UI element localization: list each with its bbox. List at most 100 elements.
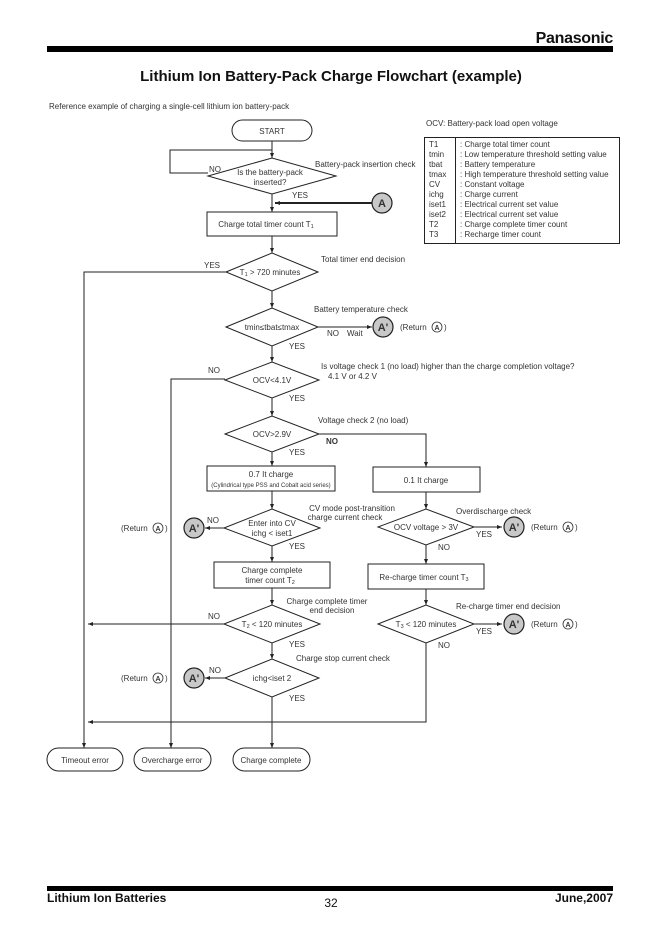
label-no: NO (208, 612, 220, 621)
decision-overdischarge (376, 508, 476, 546)
note-ocv1-values: 4.1 V or 4.2 V (328, 372, 378, 381)
decision-t3-label: T3 < 120 minutes (396, 620, 457, 630)
edge-ocv2-no (319, 433, 428, 467)
legend-desc: : Low temperature threshold setting valu… (460, 150, 607, 159)
decision-insert (206, 157, 338, 195)
decision-ocv1 (223, 361, 321, 399)
footer-rule (47, 886, 613, 891)
header-rule (47, 46, 613, 52)
legend-symbol-column (425, 138, 456, 243)
note-ocv1: Is voltage check 1 (no load) higher than… (321, 362, 575, 371)
page-number: 32 (324, 896, 338, 910)
process-t1 (206, 211, 338, 237)
decision-ocv1-label: OCV<4.1V (253, 376, 292, 385)
connector-a-prime-icon (183, 667, 205, 689)
connector-label: A' (509, 619, 520, 631)
label-yes: YES (289, 640, 305, 649)
svg-text:): ) (444, 323, 447, 332)
return-a-label: (Return A ) (400, 321, 447, 333)
label-no: NO (207, 516, 219, 525)
process-t2-label: Charge complete (242, 566, 303, 575)
svg-text:(Return: (Return (531, 620, 558, 629)
end-complete-label: Charge complete (241, 756, 302, 765)
note-temp: Battery temperature check (314, 305, 409, 314)
label-yes: YES (292, 191, 308, 200)
svg-text:(Return: (Return (121, 524, 148, 533)
decision-t1 (224, 252, 320, 292)
end-overcharge-label: Overcharge error (142, 756, 203, 765)
end-timeout-label: Timeout error (61, 756, 109, 765)
legend-symbol: tmin (429, 150, 445, 159)
legend-desc: : Electrical current set value (460, 200, 559, 209)
end-complete (232, 747, 311, 772)
svg-text:(Return: (Return (531, 523, 558, 532)
label-yes: YES (476, 627, 492, 636)
decision-temp (224, 307, 320, 347)
legend-symbol: iset2 (429, 210, 446, 219)
label-no: NO (209, 165, 221, 174)
connector-label: A (378, 198, 386, 210)
legend-symbol: iset1 (429, 200, 446, 209)
page-title: Lithium Ion Battery-Pack Charge Flowchar… (140, 68, 522, 85)
decision-ocv2 (223, 415, 321, 453)
svg-text:A: A (434, 325, 439, 332)
legend-symbol: CV (429, 180, 441, 189)
legend-desc: : Battery temperature (460, 160, 536, 169)
label-wait: Wait (347, 329, 363, 338)
connector-a-icon (371, 192, 393, 214)
legend-symbol: tbat (429, 160, 443, 169)
label-no: NO (208, 366, 220, 375)
footer-date: June,2007 (554, 891, 613, 905)
decision-t3 (376, 604, 476, 644)
process-07-label: 0.7 It charge (249, 470, 294, 479)
decision-t2-label: T2 < 120 minutes (242, 620, 303, 630)
legend-desc: : Charge total timer count (460, 140, 550, 149)
process-t2 (213, 561, 331, 589)
connector-label: A' (189, 523, 200, 535)
svg-text:(Return: (Return (121, 674, 148, 683)
process-charge-01 (372, 466, 481, 493)
connector-label: A' (189, 673, 200, 685)
edge-t1-yes (82, 271, 226, 748)
svg-text:A: A (155, 676, 160, 683)
note-insert: Battery-pack insertion check (315, 160, 416, 169)
legend-symbol: T2 (429, 220, 439, 229)
label-no: NO (438, 543, 450, 552)
label-yes: YES (289, 394, 305, 403)
label-yes: YES (289, 542, 305, 551)
svg-text:): ) (575, 523, 578, 532)
note-cv: charge current check (308, 513, 384, 522)
legend-desc: : Electrical current set value (460, 210, 559, 219)
svg-text:): ) (575, 620, 578, 629)
label-yes: YES (476, 530, 492, 539)
label-no: NO (326, 437, 338, 446)
note-t3: Re-charge timer end decision (456, 602, 561, 611)
process-t1-label: Charge total timer count T1 (218, 220, 313, 230)
end-timeout (46, 747, 124, 772)
edge-ocv1-no (169, 378, 225, 748)
svg-text:A: A (565, 525, 570, 532)
svg-text:A: A (155, 526, 160, 533)
decision-overdis-label: OCV voltage > 3V (394, 523, 459, 532)
connector-label: A' (509, 522, 520, 534)
connector-label: A' (378, 322, 389, 334)
decision-cv-label: Enter into CV (248, 519, 296, 528)
svg-text:): ) (165, 524, 168, 533)
label-yes: YES (289, 448, 305, 457)
process-t3 (367, 563, 485, 590)
note-t2: Charge complete timer (287, 597, 368, 606)
legend-desc: : Constant voltage (460, 180, 525, 189)
start-terminal (231, 119, 313, 142)
note-overdis: Overdischarge check (456, 507, 532, 516)
legend-symbol: T3 (429, 230, 439, 239)
process-charge-07 (206, 465, 336, 492)
svg-text:): ) (165, 674, 168, 683)
ocv-definition: OCV: Battery-pack load open voltage (426, 119, 558, 128)
decision-t2 (222, 604, 322, 644)
end-overcharge (133, 747, 212, 772)
label-no: NO (327, 329, 339, 338)
legend-table: T1 : Charge total timer count tmin : Low… (424, 137, 620, 244)
decision-t1-label: T1 > 720 minutes (240, 268, 301, 278)
note-t1: Total timer end decision (321, 255, 405, 264)
